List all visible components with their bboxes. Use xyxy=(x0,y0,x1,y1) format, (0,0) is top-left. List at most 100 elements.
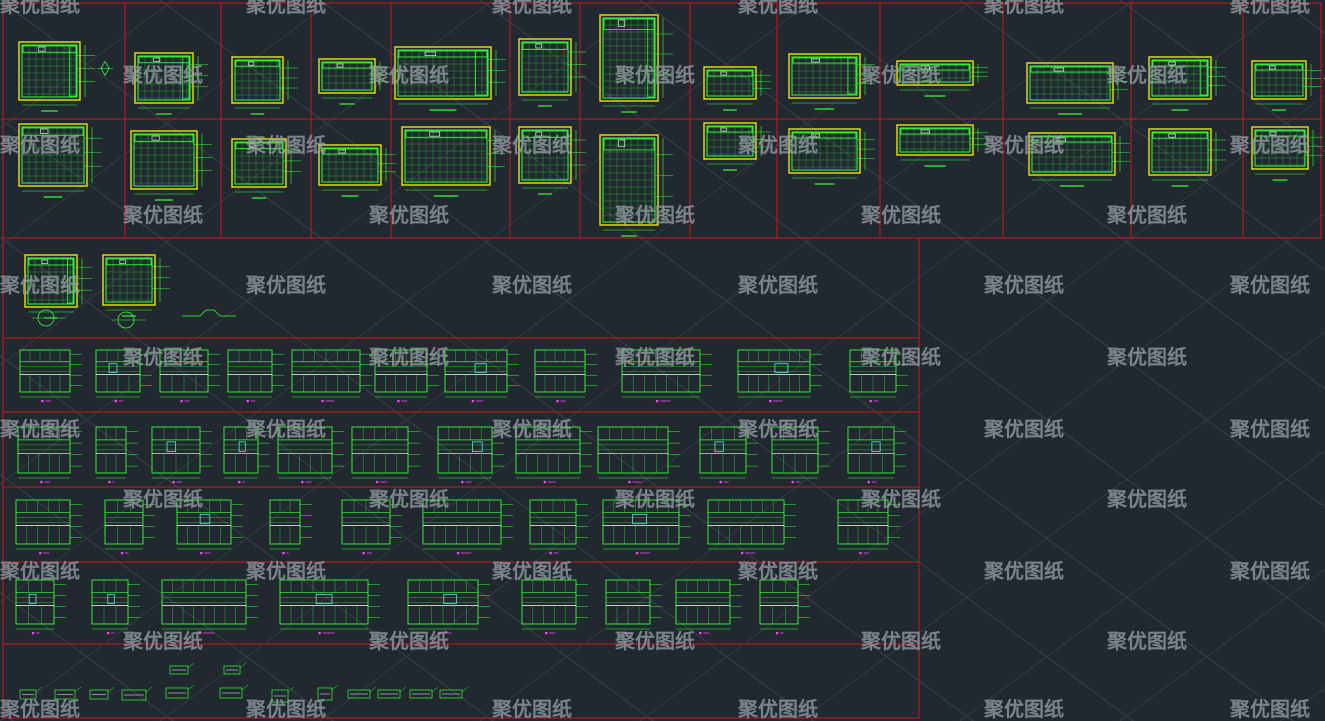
kitchen-elevation[interactable] xyxy=(737,349,822,403)
kitchen-plan[interactable] xyxy=(318,58,390,105)
kitchen-elevation[interactable] xyxy=(17,426,82,484)
kitchen-plan[interactable] xyxy=(134,52,208,115)
kitchen-elevation[interactable] xyxy=(771,426,830,484)
watermark-text: 聚优图纸 xyxy=(983,417,1064,441)
kitchen-elevation[interactable] xyxy=(847,426,906,484)
kitchen-plan[interactable] xyxy=(1251,126,1323,181)
kitchen-plan[interactable] xyxy=(1148,56,1226,111)
kitchen-elevation[interactable] xyxy=(15,579,66,635)
kitchen-elevation[interactable] xyxy=(95,426,138,484)
kitchen-plan[interactable] xyxy=(231,56,298,115)
detail-drawings[interactable] xyxy=(19,309,469,703)
kitchen-elevation[interactable] xyxy=(521,579,588,635)
kitchen-plan[interactable] xyxy=(518,126,586,195)
kitchen-elevation[interactable] xyxy=(223,426,270,484)
watermark-text: 聚优图纸 xyxy=(491,133,572,157)
detail-drawing[interactable] xyxy=(89,686,115,700)
kitchen-elevation[interactable] xyxy=(351,426,420,484)
kitchen-plan[interactable] xyxy=(18,41,113,112)
detail-drawing[interactable] xyxy=(439,686,469,699)
detail-drawing[interactable] xyxy=(347,686,377,699)
watermark-text: 聚优图纸 xyxy=(368,203,449,227)
kitchen-elevation[interactable] xyxy=(675,579,742,635)
detail-drawing[interactable] xyxy=(377,686,407,699)
detail-drawing[interactable] xyxy=(165,684,195,699)
kitchen-elevation[interactable] xyxy=(621,349,712,403)
kitchen-plan[interactable] xyxy=(130,130,212,201)
kitchen-plan[interactable] xyxy=(231,138,301,199)
kitchen-elevation[interactable] xyxy=(444,349,519,403)
kitchen-plan[interactable] xyxy=(599,134,673,237)
kitchen-elevation[interactable] xyxy=(159,349,220,403)
detail-drawing[interactable] xyxy=(223,662,247,675)
kitchen-elevation[interactable] xyxy=(534,349,597,403)
watermark-text: 聚优图纸 xyxy=(0,697,80,721)
kitchen-plan[interactable] xyxy=(394,46,506,111)
kitchen-elevation[interactable] xyxy=(407,579,490,635)
watermark-text: 聚优图纸 xyxy=(1229,273,1310,297)
detail-drawing[interactable] xyxy=(54,686,82,700)
kitchen-elevation[interactable] xyxy=(837,499,900,555)
watermark-text: 聚优图纸 xyxy=(1106,487,1187,511)
kitchen-elevation[interactable] xyxy=(15,499,82,555)
kitchen-elevation[interactable] xyxy=(529,499,588,555)
kitchen-plan[interactable] xyxy=(703,66,771,111)
kitchen-plan[interactable] xyxy=(703,122,771,171)
kitchen-elevation[interactable] xyxy=(699,426,758,484)
kitchen-plan[interactable] xyxy=(102,254,170,317)
kitchen-elevation[interactable] xyxy=(707,499,796,555)
kitchen-elevation[interactable] xyxy=(227,349,284,403)
kitchen-elevation[interactable] xyxy=(605,579,662,635)
kitchen-plan[interactable] xyxy=(599,14,673,113)
kitchen-plan[interactable] xyxy=(896,60,988,97)
kitchen-elevation[interactable] xyxy=(161,579,258,635)
kitchen-plan[interactable] xyxy=(1148,128,1226,187)
kitchen-elevation[interactable] xyxy=(104,499,155,555)
kitchen-elevation[interactable] xyxy=(759,579,810,635)
kitchen-plan[interactable] xyxy=(318,144,396,197)
kitchen-plan[interactable] xyxy=(788,128,875,185)
kitchen-plan[interactable] xyxy=(896,124,988,167)
watermark-text: 聚优图纸 xyxy=(737,559,818,583)
watermark-text: 聚优图纸 xyxy=(368,63,449,87)
kitchen-elevation[interactable] xyxy=(151,426,212,484)
kitchen-elevation[interactable] xyxy=(849,349,908,403)
kitchen-elevation[interactable] xyxy=(95,349,152,403)
kitchen-plan[interactable] xyxy=(518,38,586,107)
kitchen-floor-plans[interactable] xyxy=(18,14,1325,319)
detail-drawing[interactable] xyxy=(219,684,249,699)
detail-drawing[interactable] xyxy=(169,662,195,675)
kitchen-elevation[interactable] xyxy=(176,499,243,555)
kitchen-plan[interactable] xyxy=(788,53,875,110)
watermark-text: 聚优图纸 xyxy=(491,273,572,297)
kitchen-elevation[interactable] xyxy=(437,426,504,484)
detail-drawing[interactable] xyxy=(19,686,43,700)
detail-drawing[interactable] xyxy=(317,684,339,701)
kitchen-elevations[interactable] xyxy=(15,349,908,635)
detail-drawing[interactable] xyxy=(271,686,295,703)
kitchen-elevation[interactable] xyxy=(597,426,680,484)
kitchen-elevation[interactable] xyxy=(19,349,82,403)
kitchen-elevation[interactable] xyxy=(91,579,140,635)
kitchen-plan[interactable] xyxy=(1251,60,1325,111)
kitchen-plan[interactable] xyxy=(401,126,505,197)
kitchen-plan[interactable] xyxy=(18,123,102,198)
kitchen-elevation[interactable] xyxy=(291,349,372,403)
kitchen-elevation[interactable] xyxy=(515,426,592,484)
watermark-text: 聚优图纸 xyxy=(983,697,1064,721)
watermark-text: 聚优图纸 xyxy=(737,273,818,297)
kitchen-elevation[interactable] xyxy=(269,499,312,555)
watermark-text: 聚优图纸 xyxy=(368,345,449,369)
kitchen-plan[interactable] xyxy=(1026,62,1128,115)
detail-drawing[interactable] xyxy=(409,686,439,699)
kitchen-elevation[interactable] xyxy=(374,349,439,403)
kitchen-elevation[interactable] xyxy=(422,499,513,555)
detail-drawing[interactable] xyxy=(121,686,153,701)
kitchen-elevation[interactable] xyxy=(602,499,691,555)
kitchen-elevation[interactable] xyxy=(279,579,380,635)
kitchen-plan[interactable] xyxy=(1028,132,1130,187)
kitchen-elevation[interactable] xyxy=(341,499,402,555)
kitchen-elevation[interactable] xyxy=(277,426,344,484)
watermark-text: 聚优图纸 xyxy=(0,417,80,441)
